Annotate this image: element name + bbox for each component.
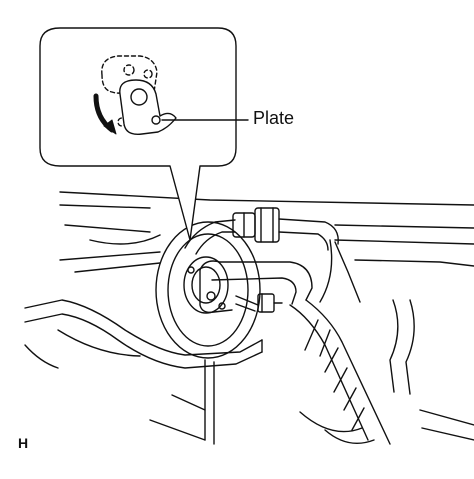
bolt-icon [235,293,283,313]
plate-callout-label: Plate [253,108,295,128]
body-panel-lines [24,191,474,445]
cable [289,299,391,445]
bracket-plate-icon [119,79,177,135]
figure-code: H [18,435,29,451]
plate-bracket [199,260,313,314]
upper-pipe [184,207,339,255]
brake-booster [155,221,261,359]
lower-brace [24,299,263,369]
rotation-arrow-icon [93,93,117,135]
flare-nut [254,207,280,243]
booster-stud [187,266,195,274]
booster-stud [218,302,226,310]
